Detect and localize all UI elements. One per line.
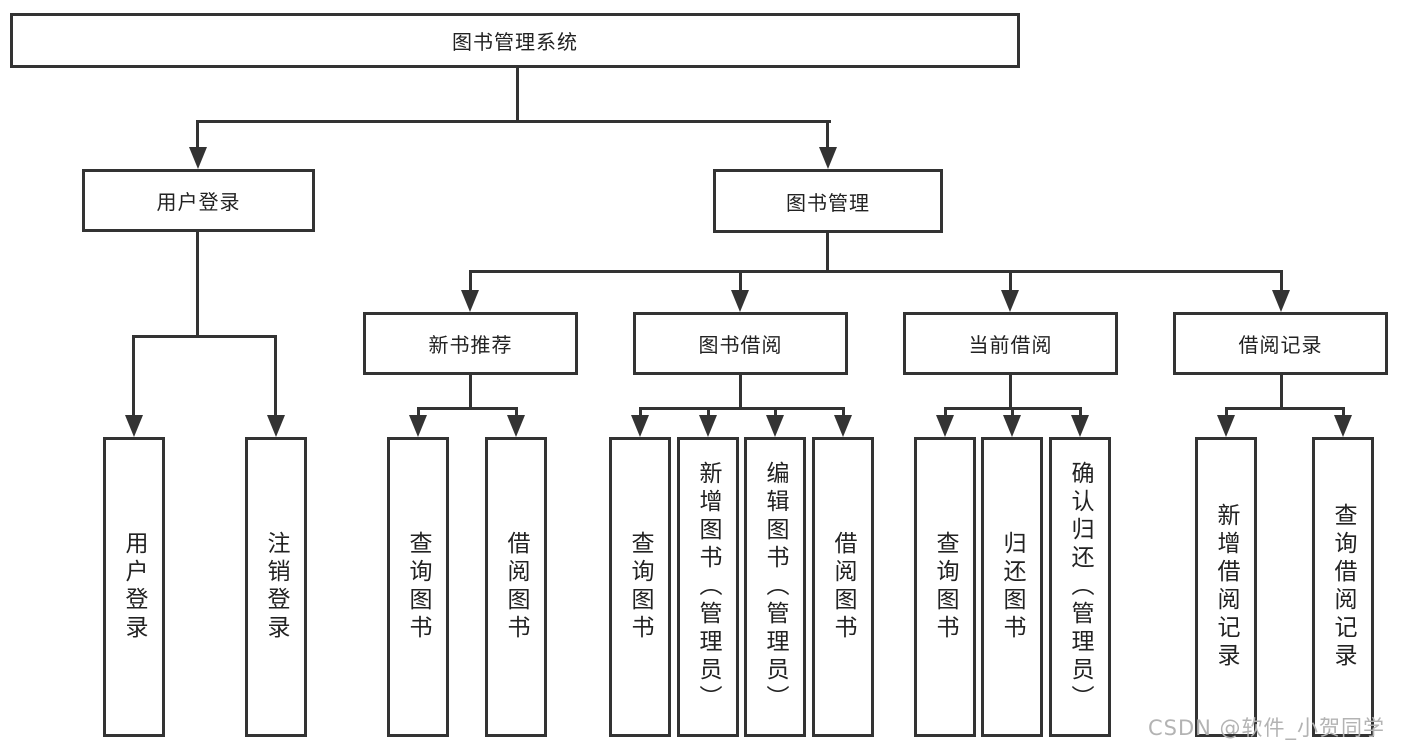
leaf-label: 注销登录 [263,531,289,643]
node-book-management: 图书管理 [713,169,943,233]
leaf-label: 查询图书 [405,531,431,643]
connector-group-stem [739,375,742,407]
connector-leaf-drop [944,407,947,420]
connector-leaf-drop [707,407,710,420]
leaf-label: 编辑图书（管理员） [762,461,788,713]
arrowhead-leaf [699,415,717,437]
connector-book-mgmt-drop [826,120,829,152]
node-label: 图书管理 [786,190,870,215]
connector-leaf-drop [1079,407,1082,420]
node-label: 借阅记录 [1238,333,1323,357]
arrowhead-leaf [1071,415,1089,437]
leaf-label: 借阅图书 [503,531,529,643]
arrowhead-leaf [1334,415,1352,437]
connector-leaf-drop [774,407,777,420]
connector-group-rail [639,407,844,410]
arrowhead-book-borrow [731,290,749,312]
connector-level3-drop [739,270,742,295]
arrowhead-leaf [834,415,852,437]
leaf-query-books: 查询图书 [387,437,449,737]
connector-leaf-drop [274,335,277,420]
connector-user-login-rail [132,335,277,338]
node-user-login: 用户登录 [82,169,315,232]
arrowhead-user-login [189,147,207,169]
arrowhead-leaf [1217,415,1235,437]
leaf-label: 新增图书（管理员） [695,461,721,713]
arrowhead-leaf [936,415,954,437]
node-new-book-recommend: 新书推荐 [363,312,578,375]
connector-leaf-drop [1011,407,1014,420]
connector-leaf-drop [639,407,642,420]
connector-group-rail [417,407,518,410]
leaf-label: 归还图书 [999,531,1025,643]
connector-level3-drop [1009,270,1012,295]
arrowhead-leaf [1003,415,1021,437]
arrowhead-new-books [461,290,479,312]
leaf-query-books: 查询图书 [609,437,671,737]
node-current-borrowing: 当前借阅 [903,312,1118,375]
connector-leaf-drop [1342,407,1345,420]
connector-leaf-drop [842,407,845,420]
arrowhead-current-borrow [1001,290,1019,312]
node-label: 当前借阅 [968,333,1053,357]
connector-group-stem [469,375,472,407]
leaf-edit-books-admin: 编辑图书（管理员） [744,437,806,737]
connector-group-stem [1280,375,1283,407]
connector-level2-rail [196,120,831,123]
leaf-query-books: 查询图书 [914,437,976,737]
leaf-add-books-admin: 新增图书（管理员） [677,437,739,737]
arrowhead-leaf [125,415,143,437]
connector-group-stem [1009,375,1012,407]
arrowhead-leaf [409,415,427,437]
leaf-label: 查询图书 [627,531,653,643]
arrowhead-book-mgmt [819,147,837,169]
leaf-add-borrow-record: 新增借阅记录 [1195,437,1257,737]
leaf-user-login: 用户登录 [103,437,165,737]
leaf-return-books: 归还图书 [981,437,1043,737]
leaf-label: 查询借阅记录 [1330,503,1356,671]
connector-user-login-stem [196,232,199,335]
leaf-label: 查询图书 [932,531,958,643]
connector-level3-rail [469,270,1283,273]
leaf-borrow-books: 借阅图书 [812,437,874,737]
connector-user-login-drop [196,120,199,152]
leaf-label: 确认归还（管理员） [1067,461,1093,713]
connector-leaf-drop [132,335,135,420]
arrowhead-borrow-records [1272,290,1290,312]
connector-leaf-drop [417,407,420,420]
leaf-label: 借阅图书 [830,531,856,643]
leaf-query-borrow-record: 查询借阅记录 [1312,437,1374,737]
node-label: 图书管理系统 [452,30,578,54]
connector-level3-drop [1280,270,1283,295]
arrowhead-leaf [267,415,285,437]
node-book-borrowing: 图书借阅 [633,312,848,375]
leaf-confirm-return-admin: 确认归还（管理员） [1049,437,1111,737]
connector-leaf-drop [1225,407,1228,420]
csdn-watermark: CSDN @软件_小贺同学 [1148,716,1386,740]
connector-leaf-drop [515,407,518,420]
leaf-logout: 注销登录 [245,437,307,737]
arrowhead-leaf [507,415,525,437]
leaf-label: 用户登录 [121,531,147,643]
arrowhead-leaf [631,415,649,437]
node-library-management-system: 图书管理系统 [10,13,1020,68]
connector-group-rail [1225,407,1344,410]
node-borrowing-records: 借阅记录 [1173,312,1388,375]
connector-root-stem [516,68,519,120]
node-label: 用户登录 [156,190,241,214]
arrowhead-leaf [766,415,784,437]
node-label: 新书推荐 [428,333,513,357]
leaf-label: 新增借阅记录 [1213,503,1239,671]
connector-book-mgmt-stem [826,233,829,272]
leaf-borrow-books: 借阅图书 [485,437,547,737]
connector-level3-drop [469,270,472,295]
node-label: 图书借阅 [698,333,783,357]
